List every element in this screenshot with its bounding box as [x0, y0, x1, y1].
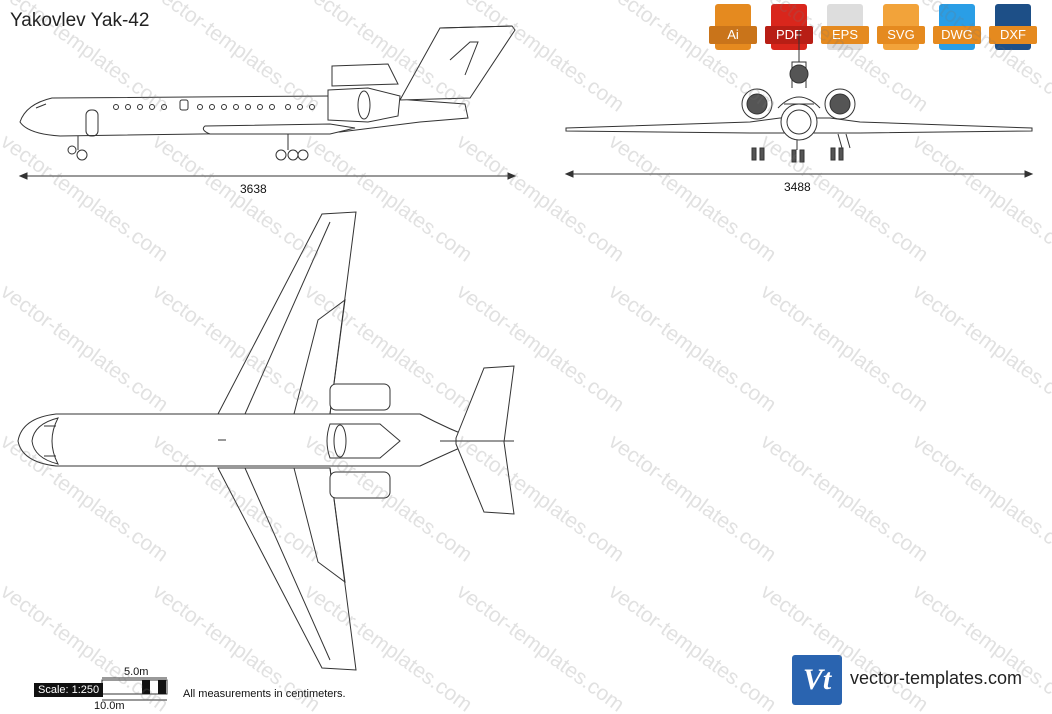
format-dwg[interactable]: DWG	[933, 4, 981, 52]
scale-bar	[101, 677, 168, 701]
format-svg[interactable]: SVG	[877, 4, 925, 52]
front-span-label: 3488	[784, 180, 811, 194]
scale-10m-label: 10.0m	[94, 700, 125, 712]
side-length-label: 3638	[240, 182, 267, 196]
side-windows	[113, 104, 315, 110]
side-view	[19, 25, 516, 161]
scale-label: Scale: 1:250	[34, 683, 104, 697]
format-ai[interactable]: Ai	[709, 4, 757, 52]
measurement-note: All measurements in centimeters.	[183, 688, 346, 700]
brand-url-link[interactable]: vector-templates.com	[850, 668, 1023, 688]
front-view	[565, 30, 1033, 163]
format-pdf[interactable]: PDF	[765, 4, 813, 52]
brand-logo-icon[interactable]: Vt	[792, 655, 842, 705]
top-view	[17, 211, 515, 671]
format-dxf[interactable]: DXF	[989, 4, 1037, 52]
scale-5m-label: 5.0m	[124, 666, 149, 678]
format-download-bar: Ai PDF EPS SVG DWG DXF	[709, 4, 1045, 54]
page-title: Yakovlev Yak-42	[10, 10, 150, 31]
format-eps[interactable]: EPS	[821, 4, 869, 52]
